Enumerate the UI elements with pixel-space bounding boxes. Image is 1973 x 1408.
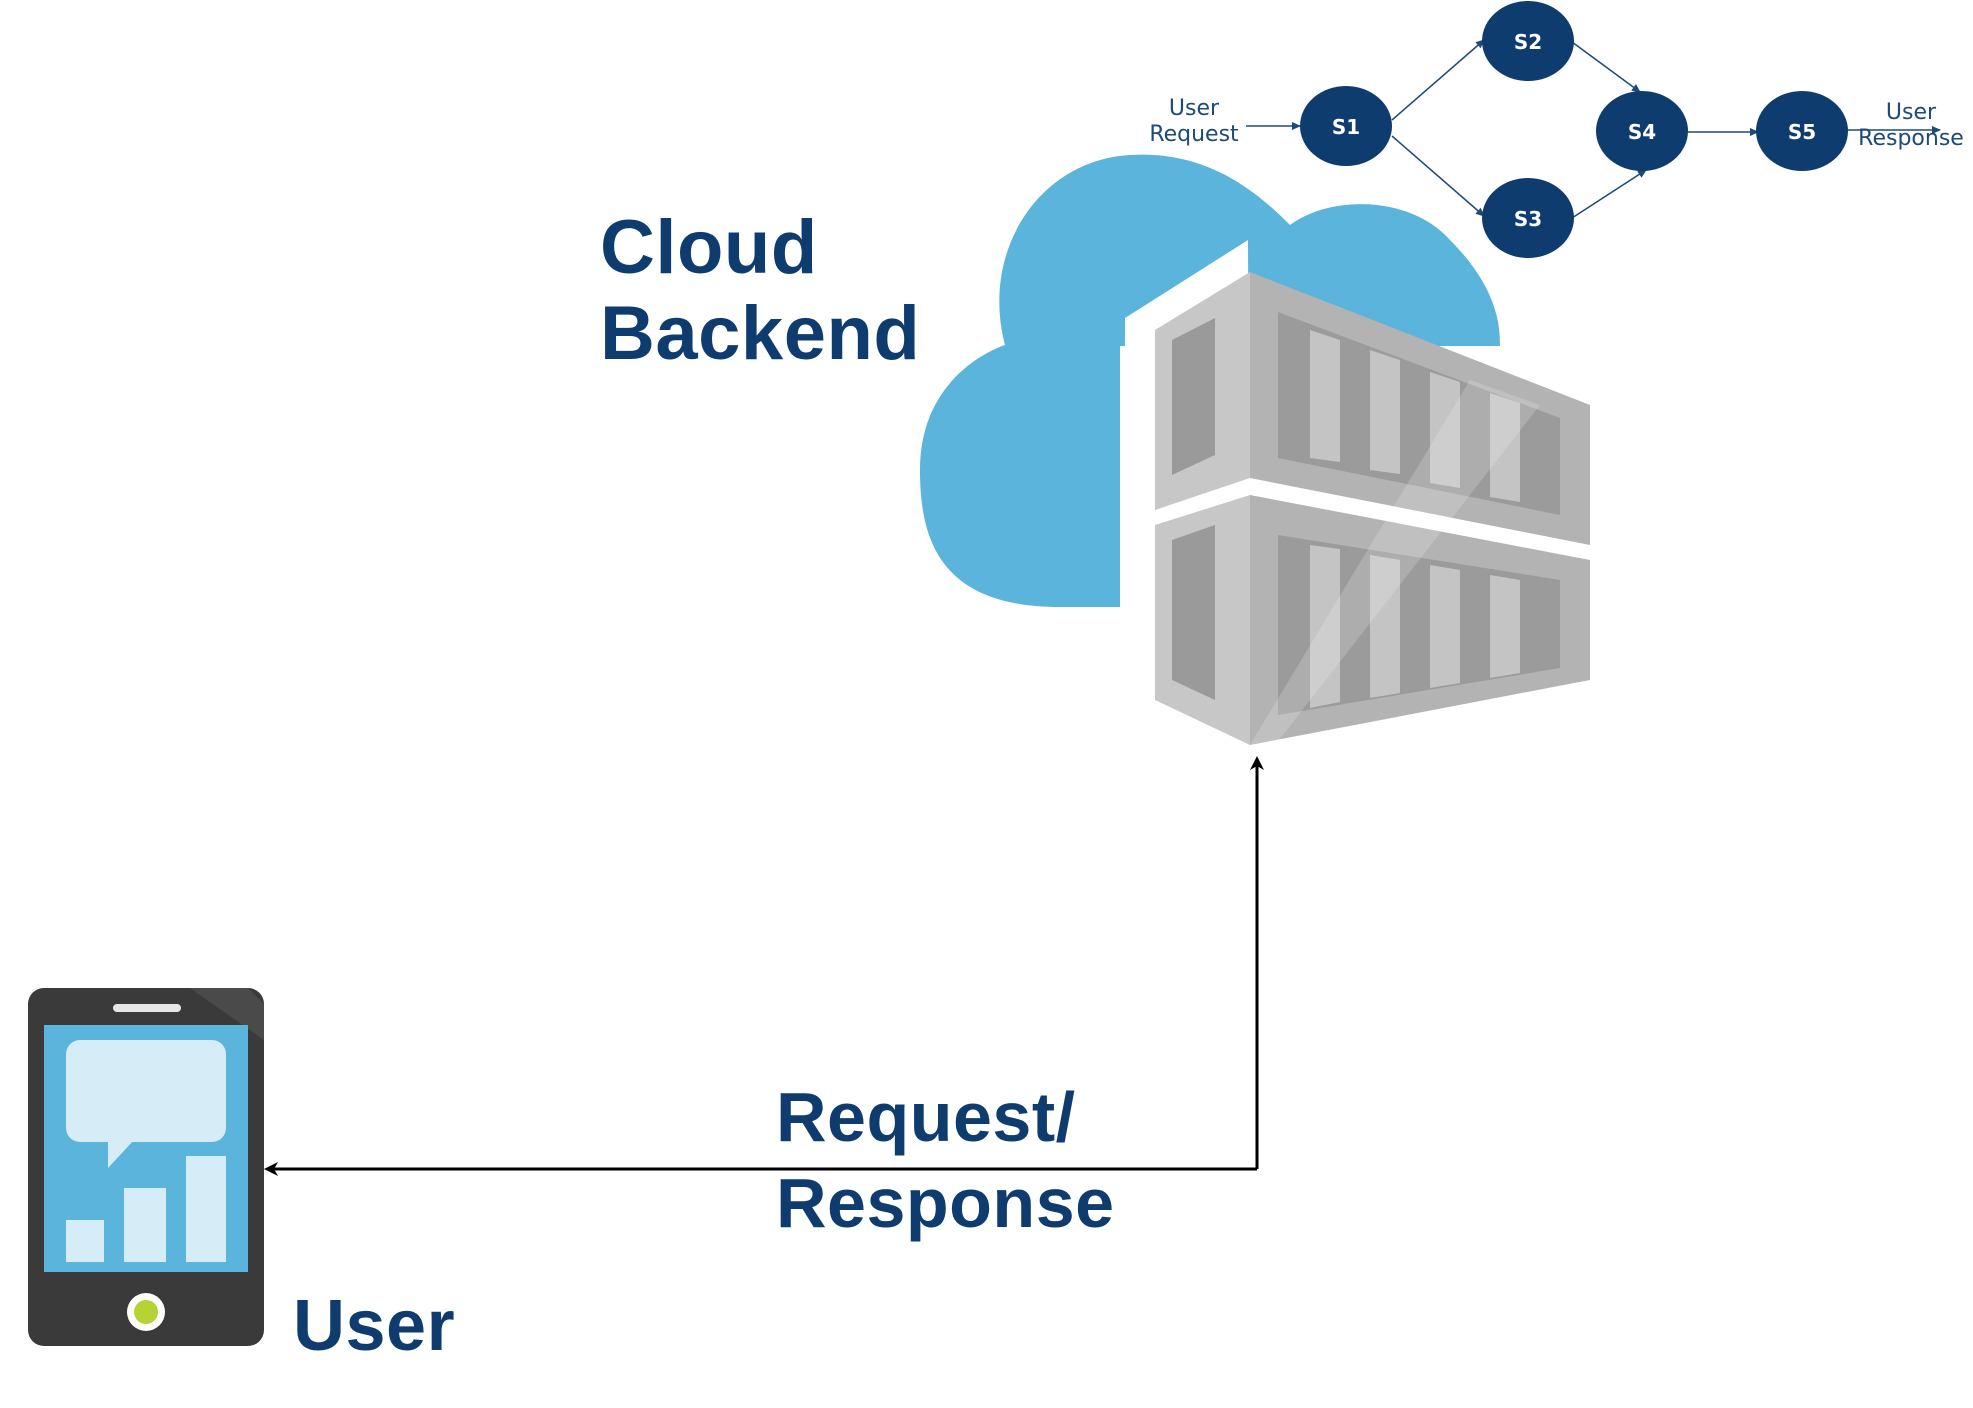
flow-output-line1: User <box>1885 100 1937 125</box>
request-response-label: Request/ Response <box>776 1082 1115 1254</box>
node-s3: S3 <box>1482 178 1574 258</box>
node-s4: S4 <box>1596 91 1688 171</box>
edge-s2-s4 <box>1571 41 1641 93</box>
request-label-line1: Request/ <box>776 1078 1076 1156</box>
edge-s1-s3 <box>1391 135 1485 217</box>
cloud-title-line1: Cloud <box>600 205 818 290</box>
flow-edges <box>1246 39 1941 219</box>
container-stack-icon <box>1125 240 1590 750</box>
node-s4-label: S4 <box>1628 120 1656 144</box>
user-title: User <box>293 1286 456 1366</box>
node-s1-label: S1 <box>1332 115 1360 139</box>
cloud-backend-title: Cloud Backend <box>600 210 920 382</box>
request-label-line2: Response <box>776 1164 1115 1242</box>
flow-input-line2: Request <box>1149 122 1239 148</box>
node-s2-label: S2 <box>1514 30 1542 54</box>
flow-output-line2: Response <box>1858 126 1964 152</box>
node-s1: S1 <box>1300 86 1392 166</box>
flow-nodes: S1 S2 S3 S4 S5 <box>1300 1 1848 258</box>
cloud-icon <box>920 154 1500 607</box>
cloud-title-line2: Backend <box>600 291 921 376</box>
edge-s3-s4 <box>1571 169 1647 219</box>
node-s2: S2 <box>1482 1 1574 81</box>
flow-input-line1: User <box>1168 96 1220 121</box>
node-s5: S5 <box>1756 91 1848 171</box>
edge-s1-s2 <box>1391 39 1485 121</box>
flow-input-label: User Request <box>1142 96 1246 149</box>
smartphone-icon <box>28 988 264 1346</box>
node-s3-label: S3 <box>1514 207 1542 231</box>
flow-output-label: User Response <box>1852 100 1970 153</box>
node-s5-label: S5 <box>1788 120 1816 144</box>
